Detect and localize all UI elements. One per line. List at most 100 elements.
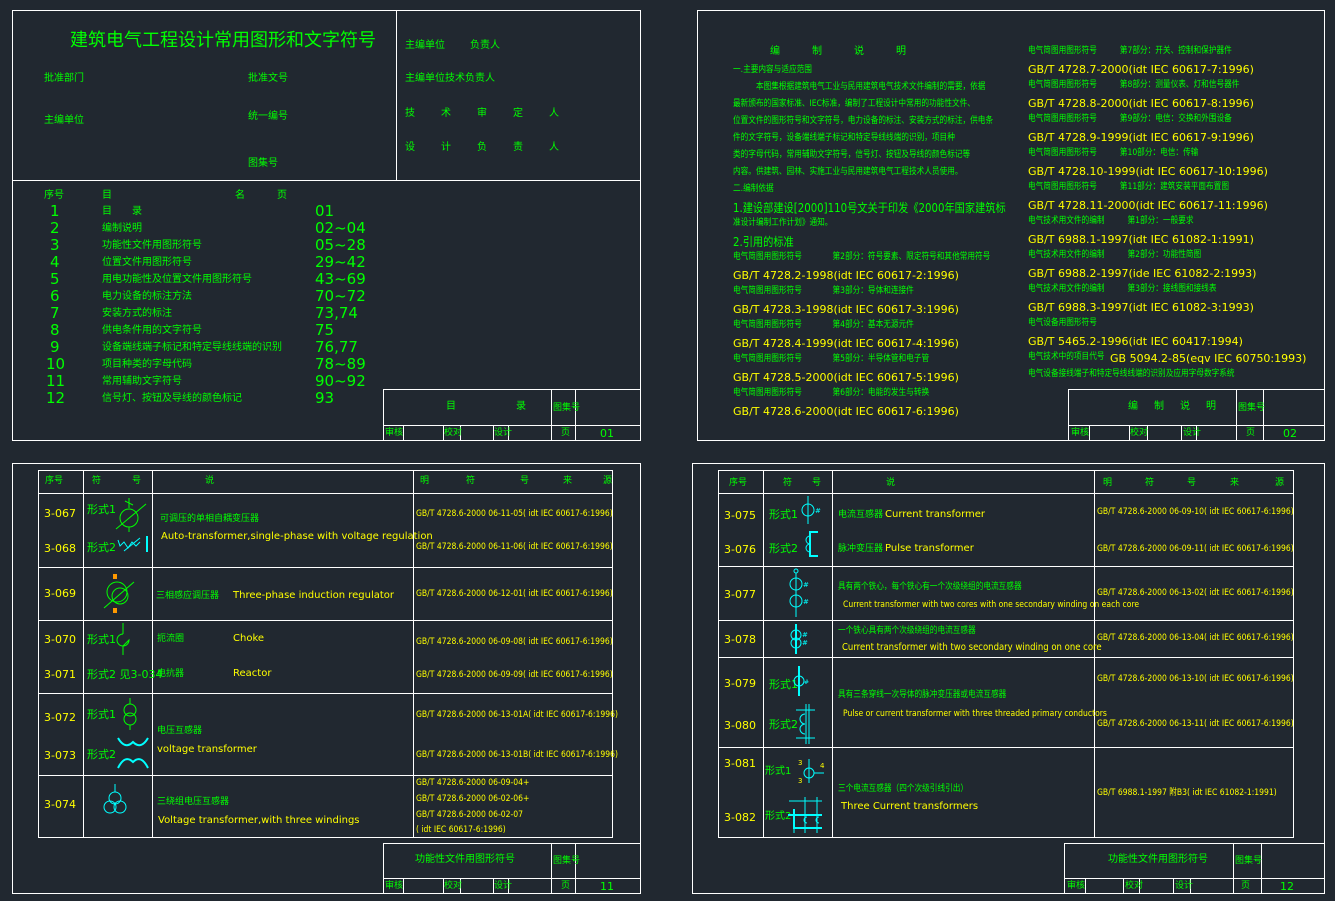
symbol-code: 3-081 bbox=[724, 757, 756, 770]
unified-no-label: 统一编号 bbox=[248, 111, 288, 122]
r-responsible-label: 负责人 bbox=[470, 40, 500, 51]
toc-item-name: 目 录 bbox=[102, 206, 142, 217]
toc-header-no: 序号 bbox=[44, 190, 64, 201]
standard-ref: GB/T 4728.6-2000 06-09-09( idt IEC 60617… bbox=[416, 670, 613, 680]
toc-item-name: 编制说明 bbox=[102, 223, 142, 234]
titleblock-page-label: 页 bbox=[1246, 428, 1256, 438]
three-winding-vt-symbol-icon bbox=[103, 784, 127, 814]
toc-item-number: 7 bbox=[50, 304, 60, 322]
toc-item-page: 29~42 bbox=[315, 253, 366, 271]
toc-item-number: 9 bbox=[50, 338, 60, 356]
standard-ref: GB/T 4728.6-2000 06-02-07 bbox=[416, 810, 524, 820]
header-src: 明 bbox=[1103, 478, 1113, 488]
explanation-line: 2.引用的标准 bbox=[733, 235, 794, 249]
symbol-code: 3-073 bbox=[44, 749, 76, 762]
toc-item-name: 供电条件用的文字符号 bbox=[102, 325, 202, 336]
toc-item-name: 设备端线端子标记和特定导线线端的识别 bbox=[102, 342, 282, 353]
titleblock-title: 功能性文件用图形符号 bbox=[1108, 854, 1208, 865]
explanation-heading: 编 制 说 明 bbox=[770, 46, 910, 57]
explanation-line: GB/T 4728.8-2000(idt IEC 60617-8:1996) bbox=[1028, 97, 1254, 110]
titleblock-atlas-label: 图集号 bbox=[1238, 403, 1266, 413]
toc-item-page: 01 bbox=[315, 202, 335, 220]
titleblock-page-label: 页 bbox=[561, 881, 571, 891]
name-en: Pulse or current transformer with three … bbox=[843, 709, 1107, 719]
r-tech-label: 主编单位技术负责人 bbox=[405, 73, 495, 84]
name-en: Voltage transformer,with three windings bbox=[158, 815, 360, 826]
explanation-line: 电气技术用文件的编制 第1部分：一般要求 bbox=[1028, 216, 1194, 226]
svg-text:#: # bbox=[802, 631, 808, 639]
variant-label: 形式2 见3-034 bbox=[87, 668, 163, 681]
name-en: Choke bbox=[233, 633, 265, 644]
standard-ref: GB/T 6988.1-1997 附B3( idt IEC 61082-1:19… bbox=[1097, 788, 1277, 798]
titleblock-page: 12 bbox=[1280, 880, 1294, 893]
symbol-code: 3-077 bbox=[724, 588, 756, 601]
header-symbol-1: 符 bbox=[783, 478, 793, 488]
name-cn: 扼流圈 bbox=[157, 634, 185, 644]
variant-label: 形式2 bbox=[769, 718, 798, 731]
name-cn: 电抗器 bbox=[157, 669, 185, 679]
toc-item-name: 信号灯、按钮及导线的颜色标记 bbox=[102, 393, 242, 404]
standard-ref: GB/T 4728.6-2000 06-11-06( idt IEC 60617… bbox=[416, 542, 613, 552]
header-src: 来 bbox=[1230, 478, 1240, 488]
variant-label: 形式1 bbox=[87, 503, 116, 516]
explanation-line: GB/T 5465.2-1996(idt IEC 60417:1994) bbox=[1028, 335, 1243, 348]
voltage-transformer-symbol-icon bbox=[117, 698, 149, 769]
header-symbol-1: 符 bbox=[92, 476, 102, 486]
explanation-line: 一.主要内容与适应范围 bbox=[733, 65, 812, 75]
symbol-code: 3-075 bbox=[724, 509, 756, 522]
name-en: Current transformer with two cores with … bbox=[843, 600, 1140, 610]
name-en: Three Current transformers bbox=[841, 801, 979, 812]
standard-ref: GB/T 4728.6-2000 06-02-06+ bbox=[416, 794, 530, 804]
header-src: 号 bbox=[520, 476, 530, 486]
r-editor-unit-label: 主编单位 bbox=[405, 40, 445, 51]
titleblock-title: 功能性文件用图形符号 bbox=[415, 854, 515, 865]
toc-item-page: 02~04 bbox=[315, 219, 366, 237]
name-en: Current transformer with two secondary w… bbox=[842, 642, 1102, 653]
sheet3-frame bbox=[12, 463, 641, 894]
toc-item-number: 3 bbox=[50, 236, 60, 254]
explanation-line: 电气技术用文件的编制 第3部分：接线图和接线表 bbox=[1028, 284, 1217, 294]
toc-item-page: 70~72 bbox=[315, 287, 366, 305]
toc-item-number: 6 bbox=[50, 287, 60, 305]
header-symbol-2: 号 bbox=[132, 476, 142, 486]
name-cn: 三绕组电压互感器 bbox=[157, 797, 230, 807]
standard-ref: GB/T 4728.6-2000 06-09-04+ bbox=[416, 778, 530, 788]
symbol-code: 3-076 bbox=[724, 543, 756, 556]
titleblock-check: 校对 bbox=[1125, 881, 1144, 891]
titleblock-page: 02 bbox=[1283, 427, 1297, 440]
sheet2-frame bbox=[697, 10, 1325, 441]
name-en: Pulse transformer bbox=[885, 543, 974, 554]
sheet1-frame bbox=[12, 10, 641, 441]
titleblock-title: 目 录 bbox=[446, 401, 530, 412]
explanation-line: 件的文字符号，设备端线端子标记和特定导线线端的识别，项目种 bbox=[733, 133, 955, 143]
standard-ref: GB/T 4728.6-2000 06-11-05( idt IEC 60617… bbox=[416, 509, 613, 519]
explanation-line: 电气技术用文件的编制 第2部分：功能性简图 bbox=[1028, 250, 1202, 260]
explanation-line: 电气简图用图形符号 第4部分：基本无源元件 bbox=[733, 320, 914, 330]
svg-text:4: 4 bbox=[820, 762, 825, 770]
header-no: 序号 bbox=[45, 476, 64, 486]
explanation-line: 1.建设部建设[2000]110号文关于印发《2000年国家建筑标 bbox=[733, 201, 1006, 215]
name-en: Reactor bbox=[233, 668, 272, 679]
svg-text:#: # bbox=[803, 581, 809, 589]
header-symbol-2: 号 bbox=[812, 478, 822, 488]
symbol-code: 3-072 bbox=[44, 711, 76, 724]
titleblock-page-label: 页 bbox=[1241, 881, 1251, 891]
name-en: Auto-transformer,single-phase with volta… bbox=[161, 531, 433, 542]
toc-item-page: 76,77 bbox=[315, 338, 358, 356]
explanation-line: 电气简图用图形符号 第6部分：电能的发生与转换 bbox=[733, 388, 930, 398]
standard-ref: GB/T 4728.6-2000 06-09-08( idt IEC 60617… bbox=[416, 637, 613, 647]
titleblock-design: 设计 bbox=[1175, 881, 1194, 891]
name-cn: 具有三条穿线一次导体的脉冲变压器或电流互感器 bbox=[838, 690, 1007, 700]
svg-text:#: # bbox=[802, 639, 808, 647]
explanation-line: GB/T 4728.9-1999(idt IEC 60617-9:1996) bbox=[1028, 131, 1254, 144]
name-cn: 脉冲变压器 bbox=[838, 544, 884, 554]
standard-ref: GB/T 4728.6-2000 06-13-10( idt IEC 60617… bbox=[1097, 674, 1294, 684]
variant-label: 形式1 bbox=[769, 508, 798, 521]
toc-item-name: 用电功能性及位置文件用图形符号 bbox=[102, 274, 252, 285]
toc-item-page: 05~28 bbox=[315, 236, 366, 254]
symbol-code: 3-078 bbox=[724, 633, 756, 646]
choke-symbol-icon bbox=[116, 623, 130, 655]
header-src: 号 bbox=[1187, 478, 1197, 488]
explanation-line: 电气技术中的项目代号 bbox=[1028, 352, 1105, 362]
